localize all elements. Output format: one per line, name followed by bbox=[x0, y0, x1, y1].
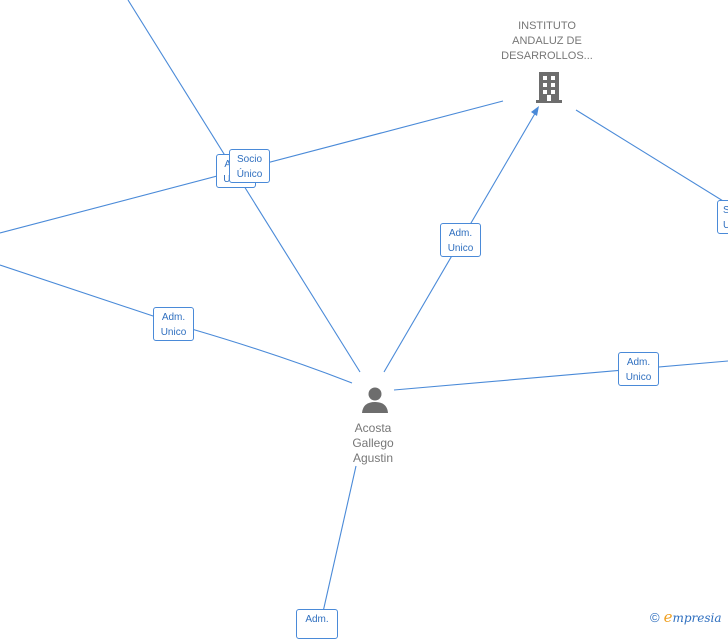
company-node-label[interactable]: INSTITUTO ANDALUZ DE DESARROLLOS... bbox=[497, 19, 597, 64]
footer-branding: © empresia bbox=[650, 608, 722, 626]
brand-initial: e bbox=[663, 608, 673, 626]
role-line-1: Adm. bbox=[626, 357, 651, 368]
role-badge-adm-unico-company[interactable]: Adm. Unico bbox=[440, 223, 481, 257]
company-label-line-3: DESARROLLOS... bbox=[501, 50, 593, 62]
role-badge-adm-unico-left[interactable]: Adm. Unico bbox=[153, 307, 194, 341]
person-label-line-2: Gallego bbox=[352, 436, 394, 450]
company-label-line-1: INSTITUTO bbox=[518, 20, 576, 32]
person-icon[interactable] bbox=[361, 386, 389, 414]
person-node-label[interactable]: Acosta Gallego Agustin bbox=[333, 421, 413, 466]
brand-rest: mpresia bbox=[672, 611, 722, 625]
role-line-2: U bbox=[723, 218, 728, 233]
role-badge-socio-unico[interactable]: Socio Único bbox=[229, 149, 270, 183]
arrow-head-icon bbox=[531, 106, 539, 116]
role-line-1: Adm. bbox=[305, 614, 329, 625]
company-label-line-2: ANDALUZ DE bbox=[512, 35, 582, 47]
edge-person-to-bottom bbox=[322, 465, 357, 613]
empresia-logo[interactable]: empresia bbox=[664, 608, 722, 626]
edge-left-to-person bbox=[0, 264, 353, 384]
role-line-2: Único bbox=[236, 169, 263, 180]
copyright-icon: © bbox=[650, 609, 660, 625]
role-badge-adm-bottom[interactable]: Adm. bbox=[296, 609, 338, 639]
person-label-line-1: Acosta bbox=[354, 421, 392, 435]
role-line-1: S bbox=[723, 203, 728, 218]
person-label-line-3: Agustin bbox=[352, 451, 394, 465]
role-line-2: Unico bbox=[447, 243, 474, 254]
edge-company-to-right bbox=[575, 109, 728, 205]
edge-person-to-right bbox=[393, 360, 728, 391]
role-badge-socio-unico-right-edge[interactable]: S U bbox=[717, 200, 728, 234]
role-line-2: Unico bbox=[625, 372, 652, 383]
building-icon[interactable] bbox=[534, 70, 564, 104]
role-line-2: Unico bbox=[160, 327, 187, 338]
role-line-1: Adm. bbox=[161, 312, 186, 323]
role-line-1: Socio bbox=[236, 154, 262, 165]
role-badge-adm-unico-right[interactable]: Adm. Unico bbox=[618, 352, 659, 386]
role-line-1: Adm. bbox=[448, 228, 473, 239]
